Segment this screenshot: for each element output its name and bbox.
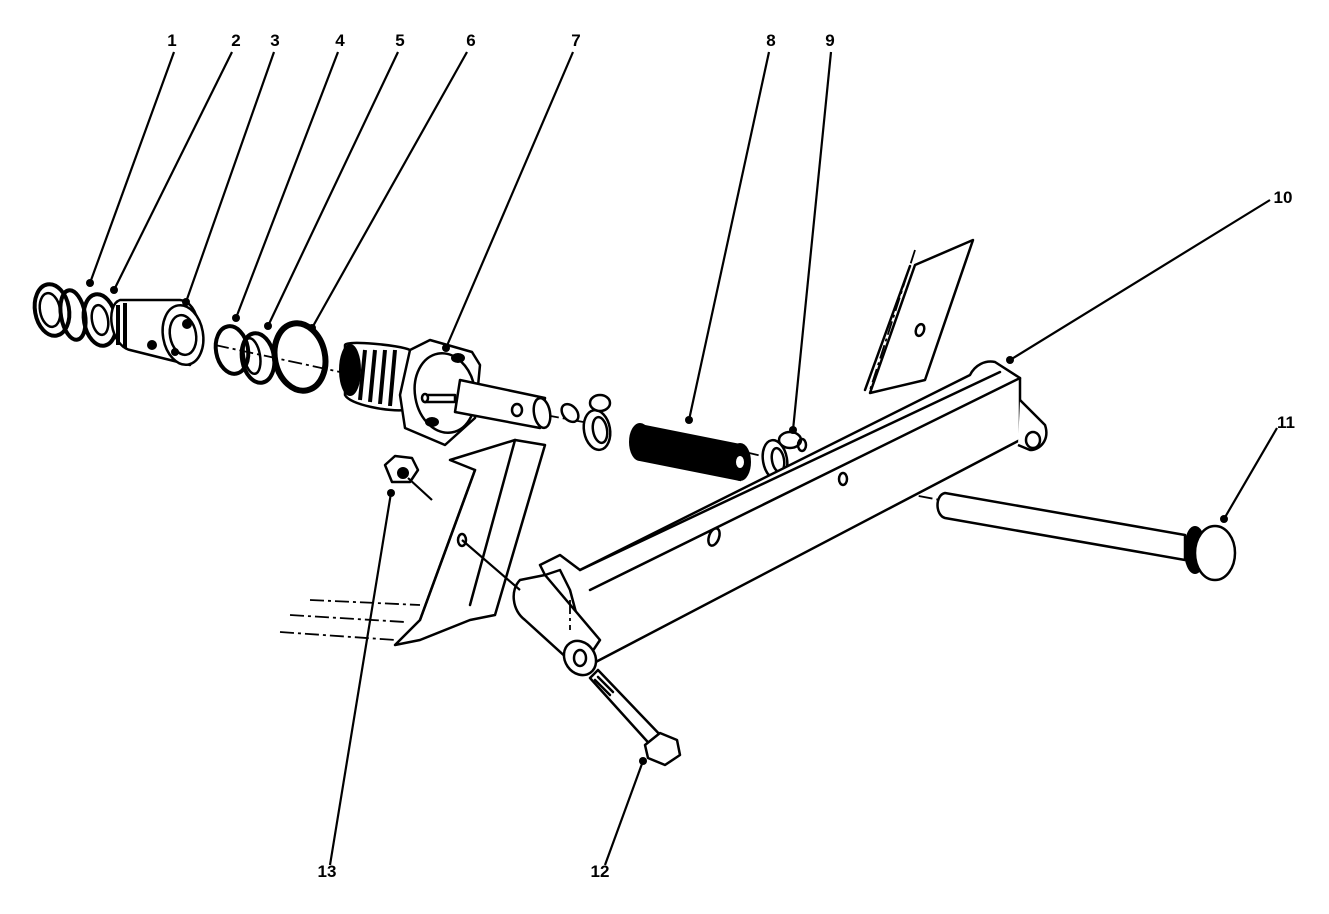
callout-leader-line — [687, 51, 771, 421]
callout-dot — [232, 314, 240, 322]
callout-dot — [1006, 356, 1014, 364]
callout-label: 7 — [571, 31, 580, 50]
callout-leader-line — [1223, 427, 1278, 520]
part-bracket — [393, 438, 547, 647]
callout-leader-line — [88, 51, 176, 284]
callout-1: 1 — [86, 31, 177, 287]
part-pin-knob-11 — [936, 491, 1237, 582]
callout-leader-line — [328, 492, 393, 866]
callout-label: 12 — [591, 862, 610, 881]
callout-leader-line — [267, 51, 399, 327]
callout-4: 4 — [232, 31, 345, 322]
part-valve-body-7 — [339, 338, 552, 447]
callout-leader-line — [234, 51, 340, 319]
callout-9: 9 — [789, 31, 835, 434]
callout-leader-line — [311, 51, 468, 329]
part-bolt-12 — [588, 668, 682, 767]
callout-label: 4 — [335, 31, 345, 50]
callout-leader-line — [444, 51, 575, 349]
callout-6: 6 — [308, 31, 476, 332]
part-pedal-arm-10 — [512, 360, 1048, 677]
part-valve-sleeve-3 — [110, 298, 205, 367]
callout-2: 2 — [110, 31, 241, 294]
callout-dot — [387, 489, 395, 497]
callout-7: 7 — [442, 31, 581, 352]
callout-label: 8 — [766, 31, 775, 50]
callout-dot — [264, 322, 272, 330]
callout-leader-line — [113, 51, 233, 291]
callout-dot — [442, 344, 450, 352]
callout-dot — [182, 298, 190, 306]
callout-label: 1 — [167, 31, 176, 50]
callout-leader-line — [184, 51, 276, 303]
callout-label: 9 — [825, 31, 834, 50]
callout-leader-line — [791, 51, 833, 431]
part-gasket-6 — [271, 320, 329, 394]
callout-dot — [685, 416, 693, 424]
callout-label: 13 — [318, 862, 337, 881]
callout-5: 5 — [264, 31, 405, 330]
part-ring-4 — [213, 324, 251, 376]
callout-dot — [789, 426, 797, 434]
callout-13: 13 — [318, 489, 395, 881]
part-mounting-plate — [863, 238, 975, 395]
callout-dot — [86, 279, 94, 287]
callout-label: 2 — [231, 31, 240, 50]
part-needle-bearing-left — [560, 393, 612, 452]
callout-12: 12 — [591, 757, 647, 881]
callout-8: 8 — [685, 31, 776, 424]
callout-label: 5 — [395, 31, 404, 50]
callout-label: 11 — [1277, 413, 1295, 432]
callout-dot — [639, 757, 647, 765]
callout-leader-line — [1009, 199, 1271, 361]
callout-11: 11 — [1220, 413, 1295, 523]
callout-10: 10 — [1006, 188, 1292, 364]
callout-3: 3 — [182, 31, 280, 306]
part-roller-8 — [629, 423, 751, 482]
callout-label: 3 — [270, 31, 279, 50]
part-nut-13 — [383, 454, 433, 501]
callout-dot — [1220, 515, 1228, 523]
callout-label: 6 — [466, 31, 475, 50]
callout-label: 10 — [1274, 188, 1293, 207]
callout-dot — [308, 324, 316, 332]
callout-dot — [110, 286, 118, 294]
callout-leader-line — [603, 760, 645, 866]
